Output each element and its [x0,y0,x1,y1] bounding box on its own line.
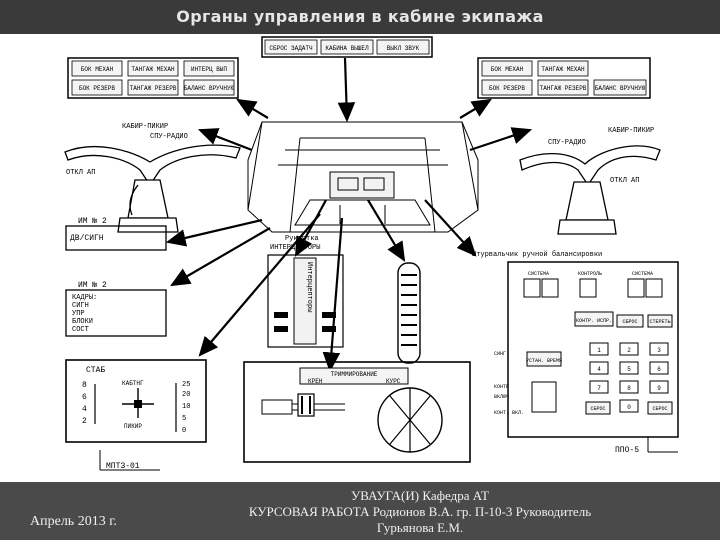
right-yoke: КАБИР-ПИКИР СПУ-РАДИО ОТКЛ АП [519,127,661,235]
ppo5-side-label: КОНТР [494,384,509,390]
ppo5-key: 1 [597,347,601,354]
left-panel-cell: ТАНГАЖ РЕЗЕРВ [130,85,177,92]
left-button-panel: БОК МЕХАН ТАНГАЖ МЕХАН ИНТЕРЦ ВЫП БОК РЕ… [67,57,239,99]
stab-panel: СТАБ 8 6 4 2 25 20 10 5 0 КАБТНГ ПИКИР М… [65,359,207,471]
stab-panel-title: СТАБ [86,366,105,375]
ppo5-side-label: СИНГ [494,351,506,357]
right-button-panel: БОК МЕХАН ТАНГАЖ МЕХАН БОК РЕЗЕРВ ТАНГАЖ… [477,57,651,99]
left-panel-cell: ИНТЕРЦ ВЫП [191,66,227,73]
im2-bottom-line: БЛОКИ [72,318,93,326]
left-yoke-ap-label: ОТКЛ АП [66,169,95,177]
stab-right-scale: 20 [182,391,190,399]
im2-bottom-line: СОСТ [72,326,89,334]
im2-top-panel: ИМ № 2 ДВ/СИГН [65,217,167,251]
ppo5-button-label: СБРОС [652,406,667,412]
top-panel-cell: ВЫКЛ ЗВУК [387,45,420,52]
right-panel-cell: БАЛАНС ВРУЧНУЮ [595,85,646,92]
slide-title: Органы управления в кабине экипажа [176,7,544,26]
im2-bottom-header: ИМ № 2 [78,281,107,290]
ppo5-key: 0 [627,404,631,411]
ppo5-unit: Штурвальчик ручной балансировки СИСТЕМА … [472,250,679,455]
im2-top-line: ДВ/СИГН [70,234,104,243]
footer-info: УВАУГА(И) Кафедра АТ КУРСОВАЯ РАБОТА Род… [200,488,640,536]
ppo5-unit-label: Штурвальчик ручной балансировки [472,250,602,259]
left-panel-cell: БОК МЕХАН [81,66,114,73]
right-yoke-trim-label: КАБИР-ПИКИР [608,127,654,135]
handle-label-line1: Рукоятка [285,235,319,243]
ppo5-key: 4 [597,366,601,373]
footer-line: УВАУГА(И) Кафедра АТ [351,488,489,503]
handle-label-line2: ИНТЕРЦЕПТОРЫ [270,244,320,252]
footer-line: Гурьянова Е.М. [376,520,464,535]
footer: Апрель 2013 г. УВАУГА(И) Кафедра АТ КУРС… [0,482,720,540]
im2-bottom-panel: ИМ № 2 КАДРЫ: СИГН УПР БЛОКИ СОСТ [65,281,167,337]
stab-right-scale: 0 [182,427,186,435]
right-panel-cell: БОК МЕХАН [491,66,524,73]
footer-line: КУРСОВАЯ РАБОТА Родионов В.А. гр. П-10-3… [248,504,592,519]
left-panel-cell: БАЛАНС ВРУЧНУЮ [184,85,235,92]
trim-panel: ТРИММИРОВАНИЕ КРЕН КУРС [243,361,471,463]
ppo5-top-label: КОНТРОЛЬ [578,271,602,277]
top-panel-cell: СБРОС ЗАДАТЧ [269,45,313,52]
stab-right-scale: 5 [182,415,186,423]
im2-top-header: ИМ № 2 [78,217,107,226]
ppo5-key: 2 [627,347,631,354]
pointer-arrows [165,57,533,373]
left-yoke: КАБИР-ПИКИР СПУ-РАДИО ОТКЛ АП [64,123,241,233]
stab-right-scale: 10 [182,403,190,411]
trim-wheel-column [397,262,421,364]
ppo5-side-label: КОНТ. ВКЛ. [494,410,524,416]
trim-panel-right: КУРС [386,378,401,385]
title-bar: Органы управления в кабине экипажа [0,0,720,34]
stab-left-scale: 2 [82,417,87,426]
ppo5-button-label: СТЕРЕТЬ [649,319,670,325]
cockpit-view [247,121,479,233]
ppo5-side-label: ВКЛЮЧ [494,394,509,400]
ppo5-button-label: СБРОС [622,319,637,325]
im2-bottom-line: УПР [72,310,85,318]
ppo5-key: 3 [657,347,661,354]
top-panel-cell: КАБИНА ВЫШЕЛ [325,45,369,52]
stab-right-scale: 25 [182,381,190,389]
footer-date: Апрель 2013 г. [30,514,117,529]
left-panel-cell: БОК РЕЗЕРВ [79,85,115,92]
left-yoke-radio-label: СПУ-РАДИО [150,133,188,141]
right-panel-cell: БОК РЕЗЕРВ [489,85,525,92]
handle-vertical-text: Интерцепторы [305,262,313,312]
left-panel-cell: ТАНГАЖ МЕХАН [131,66,175,73]
right-yoke-ap-label: ОТКЛ АП [610,177,639,185]
cockpit-controls-diagram: СБРОС ЗАДАТЧ КАБИНА ВЫШЕЛ ВЫКЛ ЗВУК БОК … [64,36,679,471]
trim-panel-left: КРЕН [308,378,323,385]
ppo5-code: ППО-5 [615,446,639,455]
ppo5-key: 7 [597,385,601,392]
stab-left-scale: 8 [82,381,87,390]
ppo5-key: 5 [627,366,631,373]
ppo5-button-label: КОНТР. ИСПР. [576,318,612,324]
ppo5-button-label: СБРОС [590,406,605,412]
stab-panel-code: МПТЗ-01 [106,462,140,471]
right-panel-cell: ТАНГАЖ МЕХАН [541,66,585,73]
trim-panel-title: ТРИММИРОВАНИЕ [331,371,378,378]
ppo5-top-label: СИСТЕМА [632,271,653,277]
stab-left-scale: 4 [82,405,87,414]
ppo5-top-label: СИСТЕМА [528,271,549,277]
im2-bottom-line: КАДРЫ: [72,294,97,302]
im2-bottom-line: СИГН [72,302,89,310]
ppo5-key: 9 [657,385,661,392]
right-yoke-radio-label: СПУ-РАДИО [548,139,586,147]
ppo5-button-label: УСТАН. ВРЕМЯ [526,358,562,364]
top-panel: СБРОС ЗАДАТЧ КАБИНА ВЫШЕЛ ВЫКЛ ЗВУК [261,36,433,58]
right-panel-cell: ТАНГАЖ РЕЗЕРВ [540,85,587,92]
left-yoke-trim-label: КАБИР-ПИКИР [122,123,168,131]
ppo5-key: 6 [657,366,661,373]
interceptor-handle: Рукоятка ИНТЕРЦЕПТОРЫ Интерцепторы [267,235,344,348]
ppo5-keypad: 1 2 3 4 5 6 7 8 9 0 [589,342,669,413]
ppo5-key: 8 [627,385,631,392]
stab-label-bottom: ПИКИР [124,423,142,430]
stab-label-top: КАБТНГ [122,380,144,387]
stab-left-scale: 6 [82,393,87,402]
